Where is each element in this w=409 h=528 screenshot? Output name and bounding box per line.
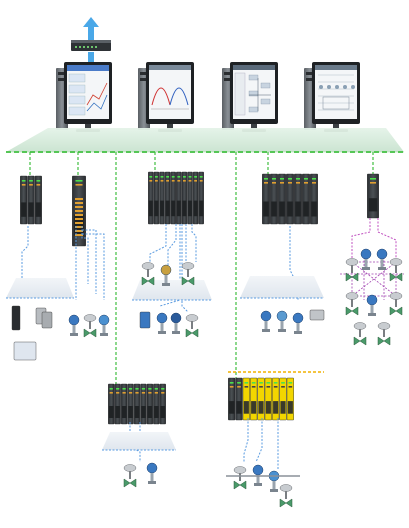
- field-instrument-icon: [276, 310, 288, 332]
- field-instrument-icon: [170, 312, 182, 334]
- control-valve-icon: [123, 464, 137, 488]
- field-instrument-icon: [98, 314, 110, 336]
- workstation-icon: [222, 62, 278, 132]
- screen-content: [149, 65, 191, 110]
- control-valve-icon: [345, 292, 359, 316]
- field-instrument-icon: [139, 311, 151, 329]
- control-valve-icon: [233, 466, 247, 490]
- control-valve-icon: [141, 262, 155, 286]
- field-instrument-icon: [68, 314, 80, 336]
- field-level-docks: [6, 276, 324, 451]
- field-instrument-icon: [13, 341, 37, 361]
- plant-network-plane: [6, 128, 404, 153]
- field-instrument-icon: [41, 311, 53, 329]
- workstation-icon: [56, 62, 112, 132]
- control-valve-icon: [389, 292, 403, 316]
- field-instrument-icon: [252, 464, 264, 486]
- field-instrument-icon: [366, 294, 378, 316]
- workstation-icon: [304, 62, 360, 132]
- controller-rack-icon: [72, 175, 86, 247]
- field-instrument-icon: [146, 462, 158, 484]
- controller-rack-icon: [262, 173, 318, 225]
- control-valve-icon: [181, 262, 195, 286]
- screen-content: [67, 65, 109, 116]
- control-valve-icon: [83, 314, 97, 338]
- field-instrument-icon: [292, 312, 304, 334]
- field-instrument-icon: [360, 248, 372, 270]
- field-instrument-icon: [156, 312, 168, 334]
- field-instrument-icon: [160, 264, 172, 286]
- field-instrument-icon: [260, 310, 272, 332]
- operator-workstations: [56, 62, 360, 132]
- control-valve-icon: [377, 322, 391, 346]
- controller-rack-icon: [108, 383, 166, 425]
- controller-rack-icon: [228, 371, 324, 421]
- field-instrument-icon: [11, 305, 21, 331]
- field-instrument-icon: [376, 248, 388, 270]
- field-instrument-icon: [309, 309, 325, 321]
- controller-rack-icon: [148, 171, 204, 225]
- network-switch-icon: [71, 40, 111, 51]
- workstation-icon: [138, 62, 194, 132]
- controller-rack-icon: [20, 175, 42, 225]
- control-valve-icon: [389, 258, 403, 282]
- control-bus-cables: [21, 218, 397, 470]
- control-valve-icon: [353, 322, 367, 346]
- control-valve-icon: [345, 258, 359, 282]
- field-devices: [11, 248, 403, 508]
- control-valve-icon: [279, 484, 293, 508]
- screen-content: [233, 65, 275, 116]
- screen-content: [315, 65, 357, 111]
- control-valve-icon: [185, 314, 199, 338]
- controller-rack-icon: [367, 173, 379, 219]
- field-instrument-icon: [268, 470, 280, 492]
- controller-racks: [20, 171, 379, 425]
